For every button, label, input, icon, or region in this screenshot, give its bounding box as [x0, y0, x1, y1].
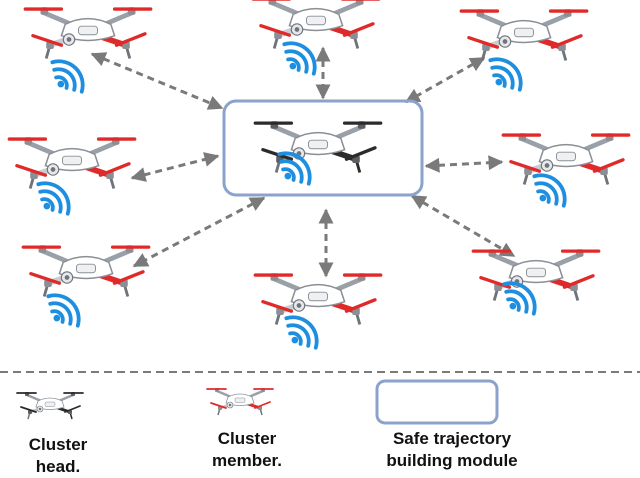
legend-module-box: [375, 379, 499, 425]
signal-icon: [284, 315, 319, 350]
cluster-head-drone: [255, 121, 380, 172]
link-left: [130, 152, 220, 182]
legend-cluster-head-icon: [15, 390, 85, 421]
signal-icon: [46, 293, 81, 328]
module-box: [222, 99, 424, 197]
cluster-member-drone-top: [253, 0, 378, 49]
legend-module-label: Safe trajectory building module: [386, 429, 518, 470]
signal-icon: [50, 59, 85, 94]
cluster-member-drone-bottom-right: [473, 249, 598, 300]
cluster-member-drone-bottom-left: [23, 245, 148, 296]
legend-cluster-head-label: Cluster head.: [28, 435, 88, 476]
link-arrows: [90, 46, 516, 278]
cluster-member-drone-left: [9, 137, 134, 188]
legend-cluster-member-icon: [205, 386, 275, 417]
cluster-member-drone-right: [503, 133, 628, 184]
link-top-right: [404, 56, 486, 104]
link-right: [424, 155, 504, 173]
cluster-member-drone-bottom: [255, 273, 380, 324]
link-bottom-right: [410, 194, 516, 258]
link-top-left: [90, 52, 224, 110]
signal-icon: [282, 41, 317, 76]
signal-icon: [36, 181, 71, 216]
cluster-member-drone-top-right: [461, 9, 586, 60]
signal-icon: [488, 57, 523, 92]
signal-icon: [532, 173, 567, 208]
legend-cluster-member-label: Cluster member.: [212, 429, 282, 470]
link-bottom-left: [132, 196, 266, 268]
cluster-member-drone-top-left: [25, 7, 150, 58]
